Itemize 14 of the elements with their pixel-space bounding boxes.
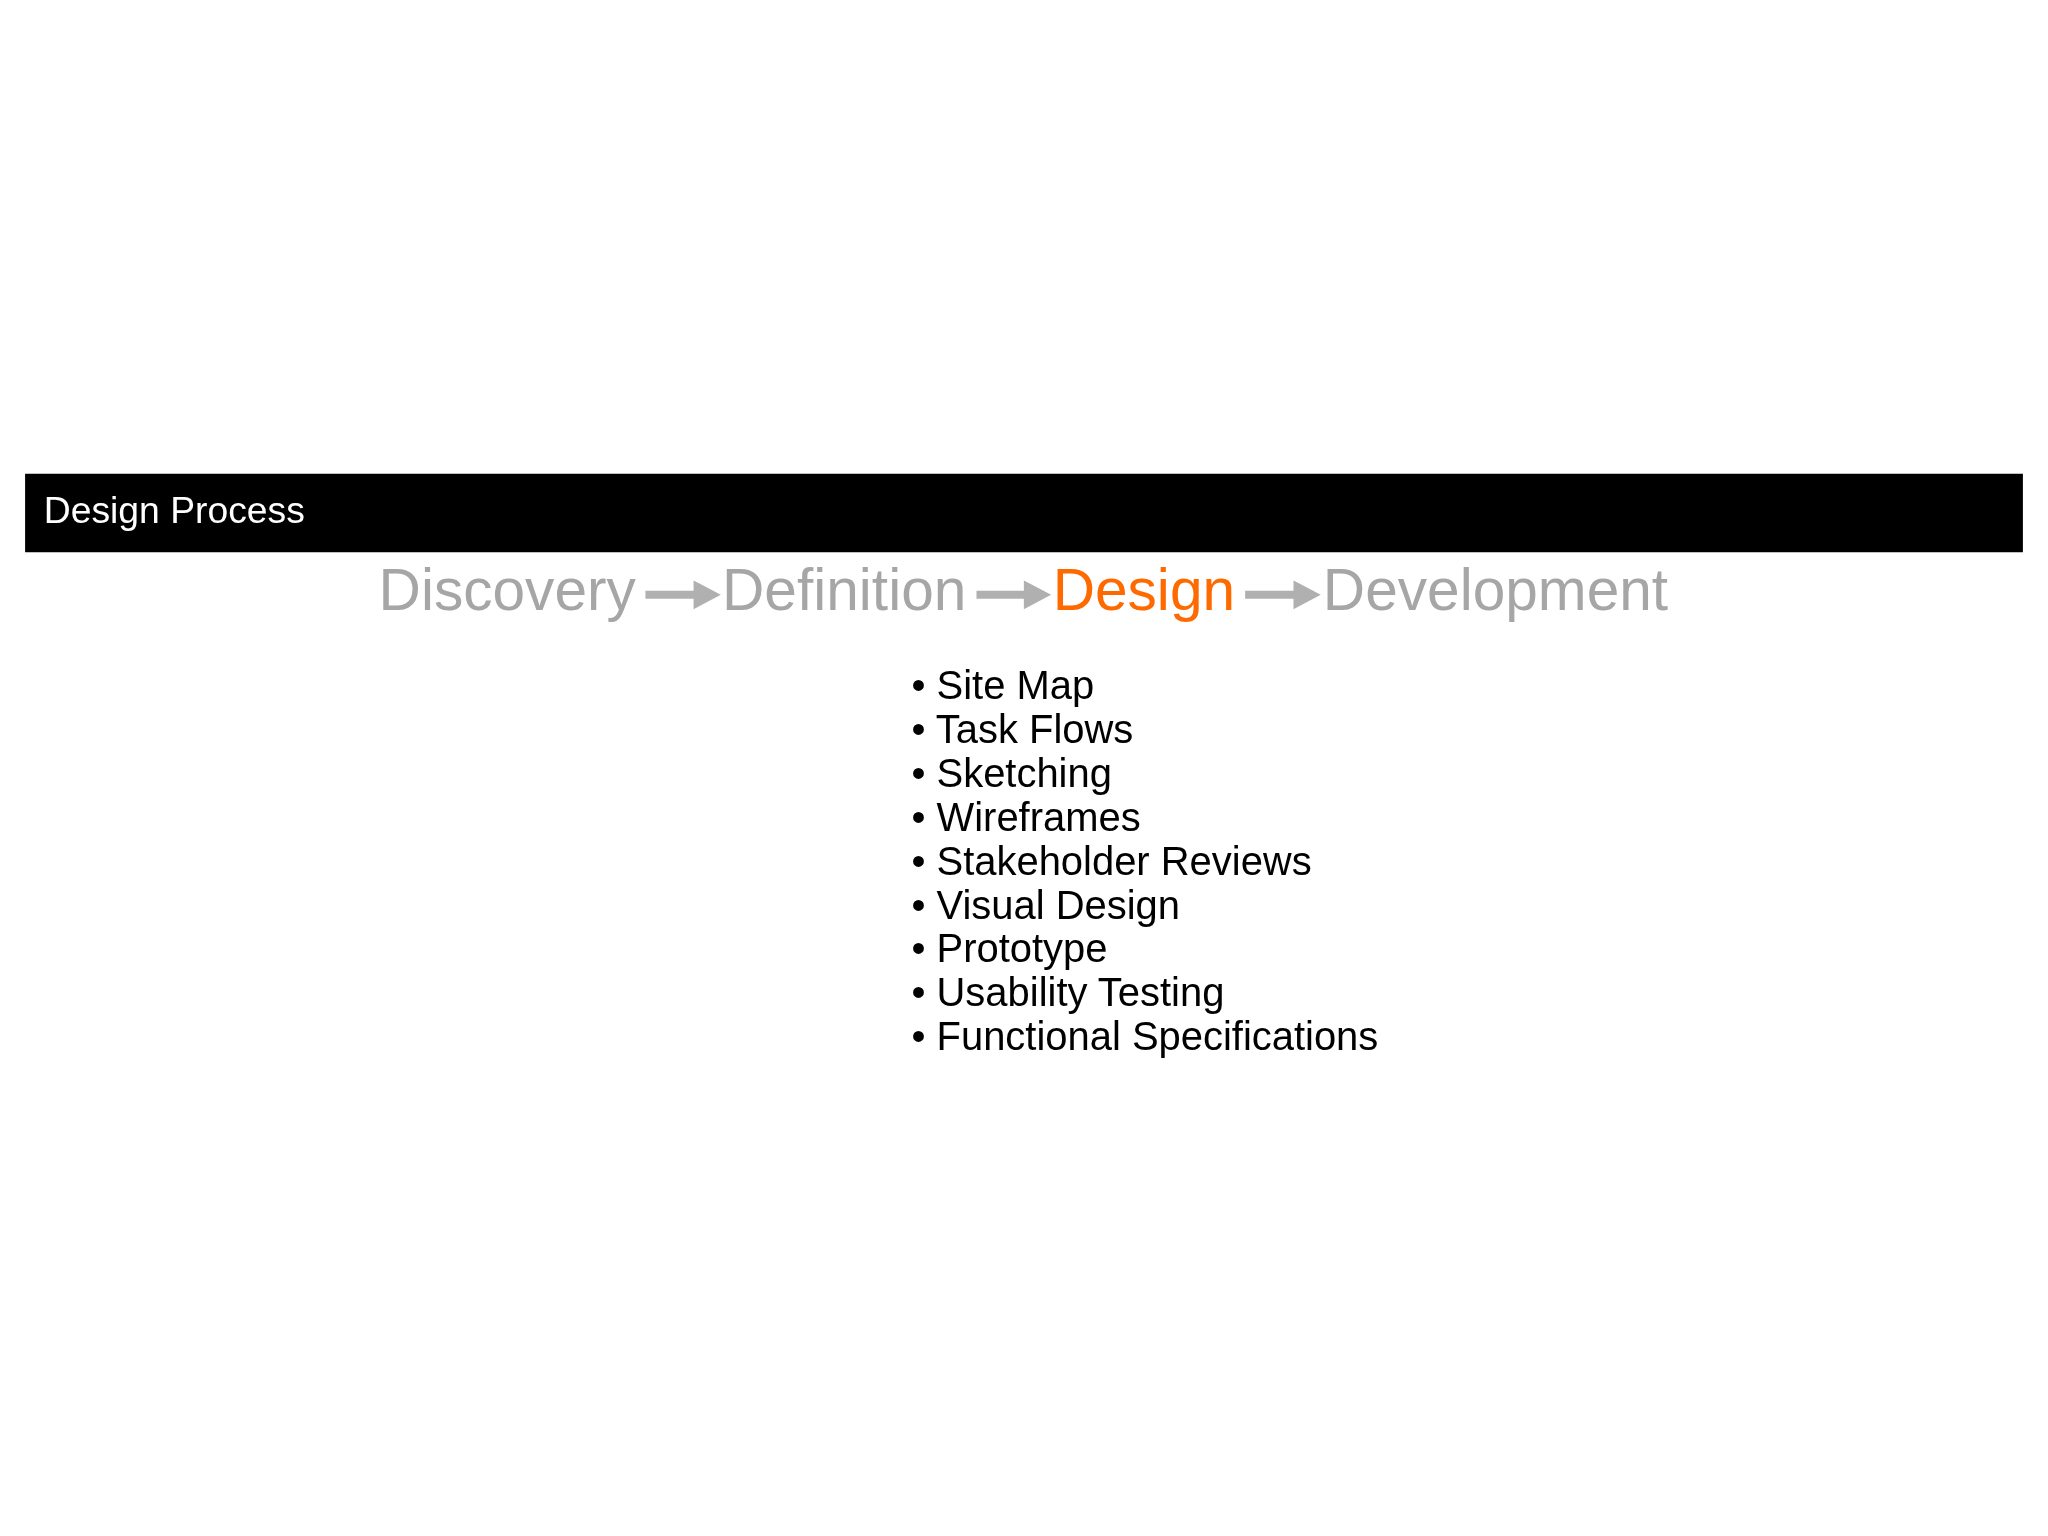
node-label: • Task Flows [911, 706, 1134, 751]
node-label: • Visual Design [911, 882, 1180, 927]
diagram-title: Design Process [43, 488, 305, 531]
node-text: Development [1322, 556, 1669, 622]
node-label: • Sketching [911, 750, 1112, 795]
node-label: • Usability Testing [911, 970, 1225, 1015]
node-label: • Functional Specifications [911, 1014, 1379, 1059]
node-label: • Prototype [911, 926, 1108, 971]
node-text: Design [1052, 556, 1236, 622]
node-label: • Site Map [911, 662, 1095, 707]
node-label: • Stakeholder Reviews [911, 838, 1312, 883]
node-text: Definition [722, 556, 967, 622]
node-label: • Wireframes [911, 794, 1141, 839]
node-text: Discovery [378, 556, 636, 622]
